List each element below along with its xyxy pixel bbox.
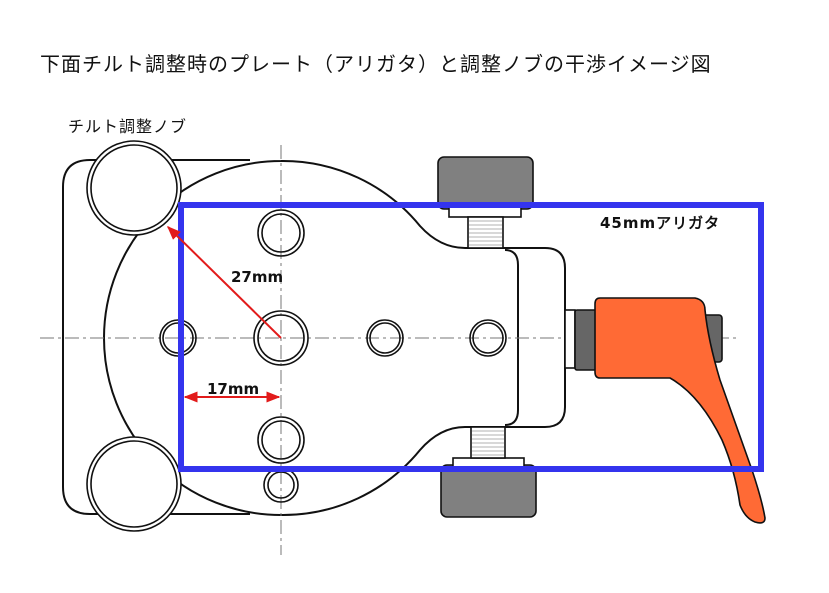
dovetail-outline — [178, 202, 764, 472]
dovetail-label: 45mmアリガタ — [600, 214, 720, 232]
tilt-knob-top — [86, 140, 182, 236]
clamp-knob-bottom — [440, 464, 537, 518]
screw-thread-top — [467, 216, 504, 249]
offset-label: 17mm — [207, 380, 259, 398]
tilt-knob-label: チルト調整ノブ — [68, 117, 188, 136]
screw-thread-bottom — [470, 426, 506, 459]
radius-dimension — [167, 226, 282, 339]
tilt-knob-bottom — [86, 436, 182, 532]
clamp-lever — [564, 297, 766, 524]
diagram-title: 下面チルト調整時のプレート（アリガタ）と調整ノブの干渉イメージ図 — [40, 52, 712, 76]
radius-label: 27mm — [231, 268, 283, 286]
base-bracket — [62, 159, 250, 515]
clamp-knob-top — [437, 156, 534, 210]
thread-lines — [469, 220, 504, 456]
